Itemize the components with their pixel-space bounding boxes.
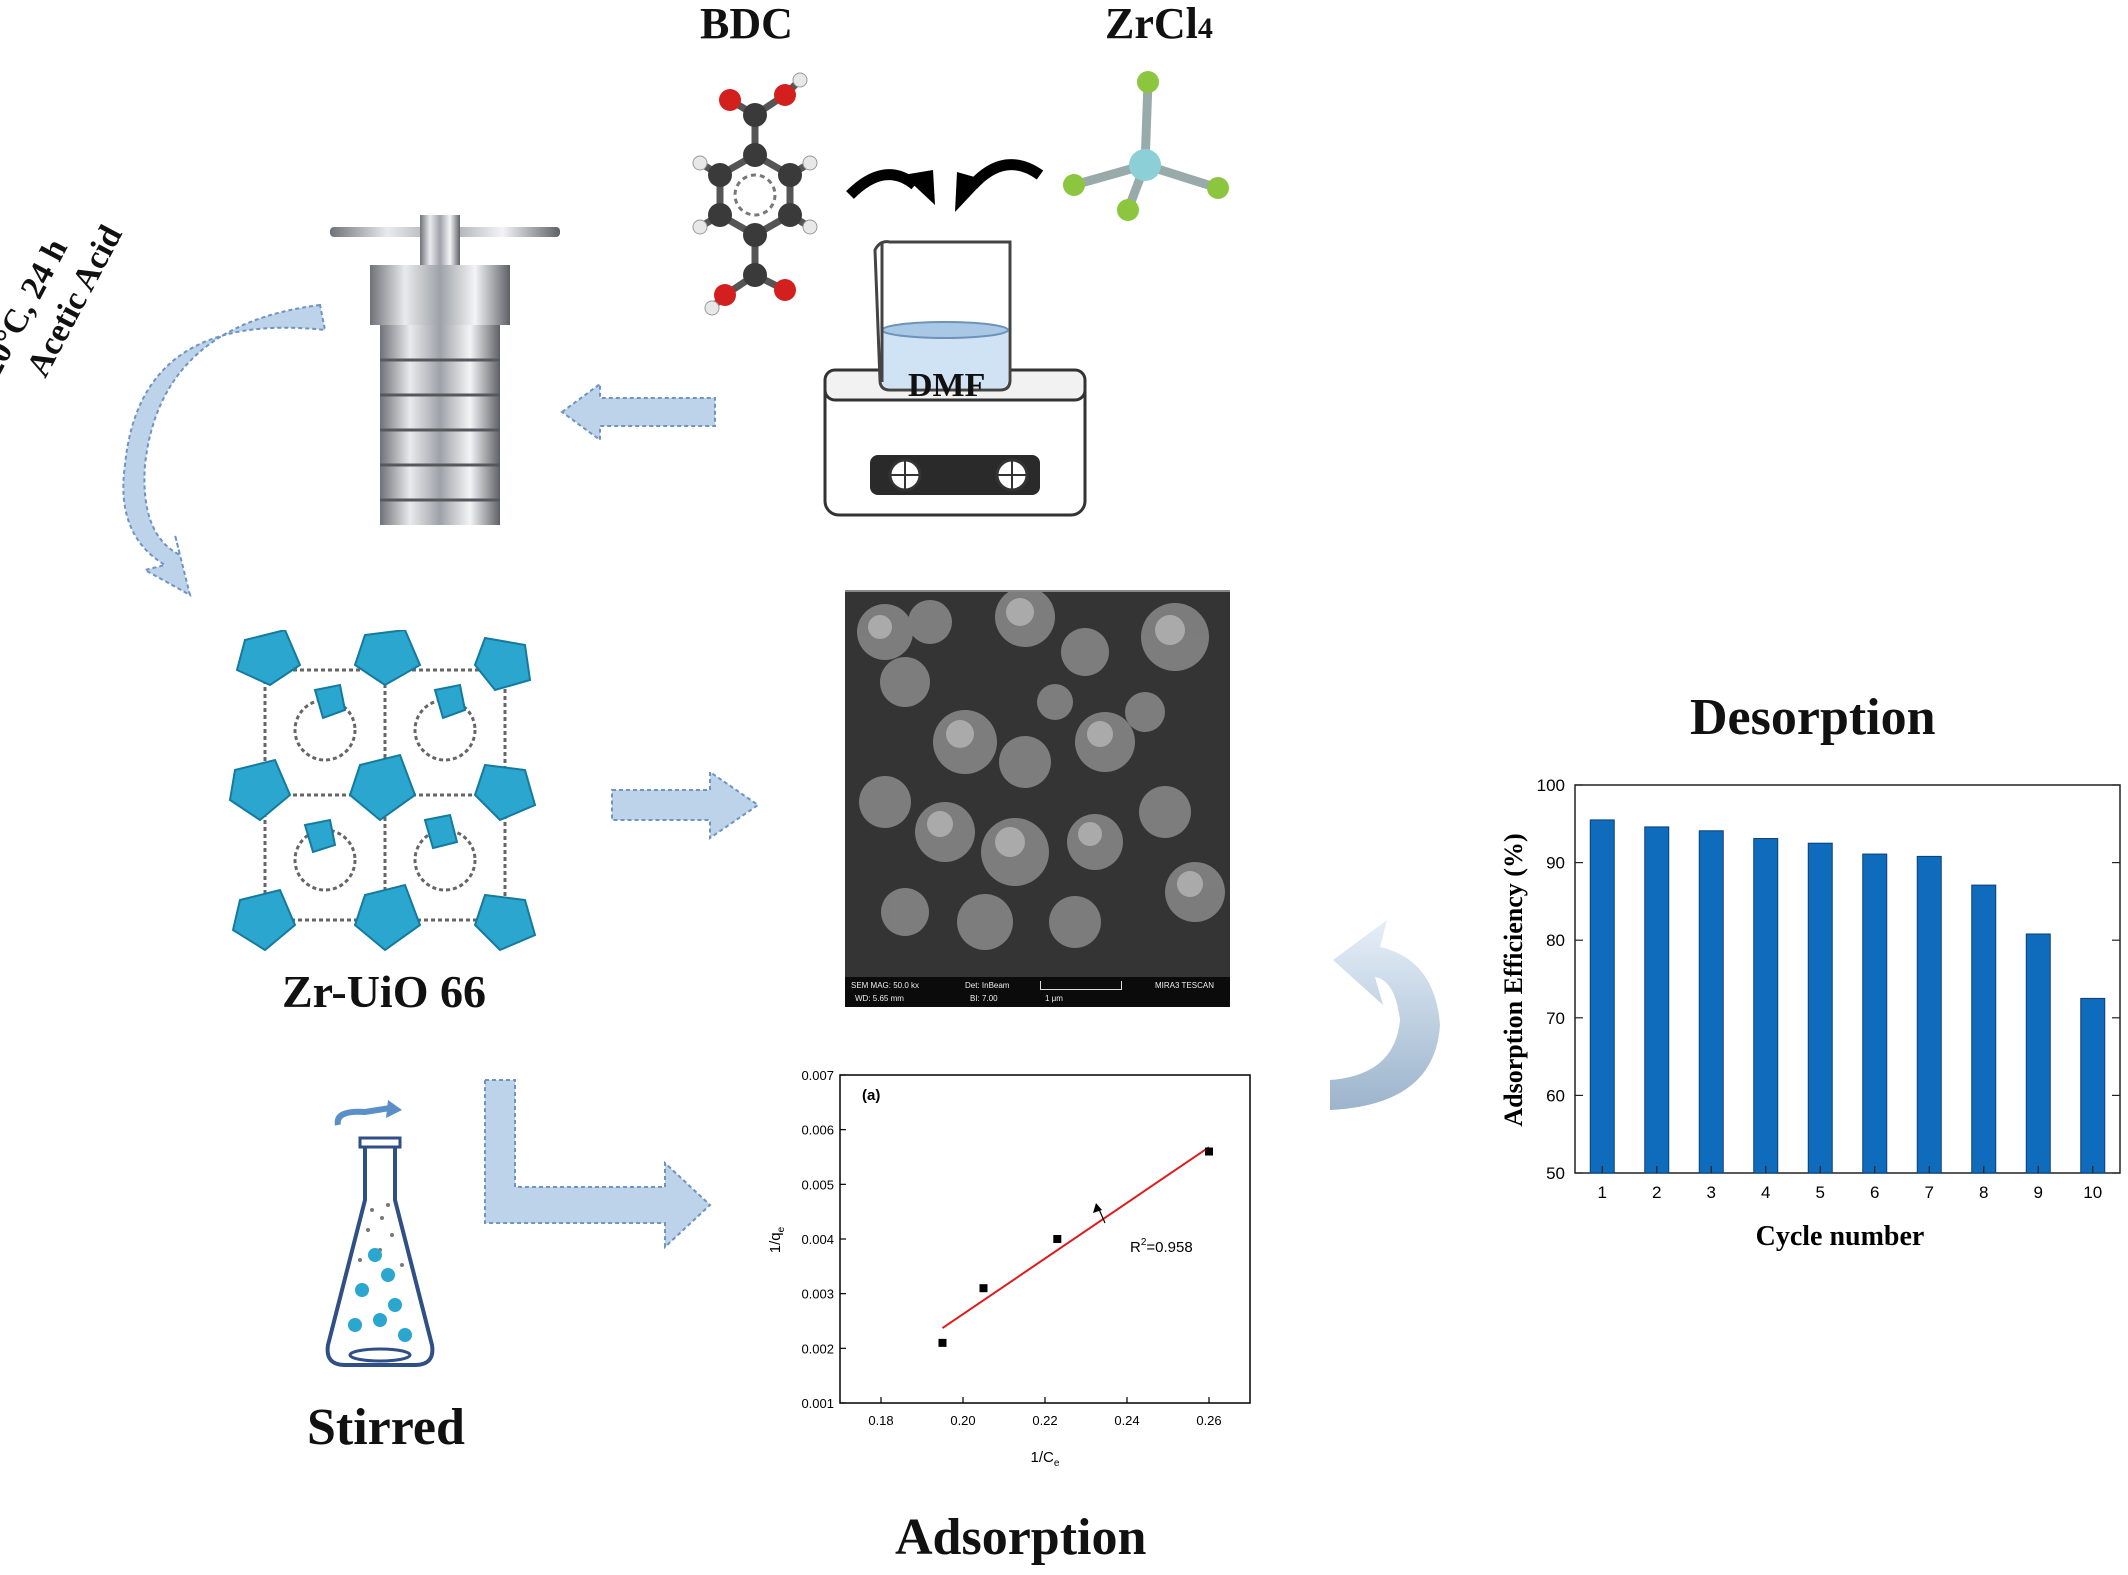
zrcl4-label-main: ZrCl bbox=[1105, 0, 1198, 48]
sem-info-bar: SEM MAG: 50.0 kx Det: InBeam MIRA3 TESCA… bbox=[845, 977, 1230, 1007]
ads-xtick-label: 0.22 bbox=[1032, 1413, 1057, 1428]
sem-mag: SEM MAG: 50.0 kx bbox=[851, 981, 920, 990]
des-bar bbox=[1753, 838, 1779, 1174]
ads-panel-label: (a) bbox=[862, 1087, 880, 1104]
sem-det: Det: InBeam bbox=[965, 981, 1010, 990]
stirred-label: Stirred bbox=[307, 1399, 465, 1456]
des-ytick-label: 80 bbox=[1546, 931, 1565, 950]
adsorption-label: Adsorption bbox=[895, 1509, 1147, 1566]
des-ytick-label: 100 bbox=[1537, 776, 1565, 795]
ads-fit-line bbox=[941, 1146, 1210, 1329]
ads-ylabel: 1/qe bbox=[767, 1226, 787, 1253]
uio-66-label: Zr-UiO 66 bbox=[282, 966, 486, 1017]
ads-ytick-label: 0.002 bbox=[801, 1341, 834, 1356]
des-bar bbox=[1862, 853, 1888, 1174]
arrow-desorption-to-sem bbox=[1330, 920, 1440, 1110]
des-bar bbox=[1589, 819, 1615, 1174]
des-ylabel: Adsorption Efficiency (%) bbox=[1499, 833, 1528, 1126]
ads-xtick-label: 0.26 bbox=[1196, 1413, 1221, 1428]
ads-ytick-label: 0.001 bbox=[801, 1396, 834, 1411]
des-bar bbox=[2025, 933, 2051, 1174]
desorption-label: Desorption bbox=[1690, 689, 1936, 746]
arrow-autoclave-to-mof bbox=[122, 303, 327, 597]
sem-brand: MIRA3 TESCAN bbox=[1155, 981, 1214, 990]
des-bar bbox=[1698, 830, 1724, 1174]
ads-ytick-label: 0.003 bbox=[801, 1287, 834, 1302]
des-xtick-label: 1 bbox=[1598, 1183, 1607, 1202]
ads-xlabel: 1/Ce bbox=[1031, 1449, 1060, 1469]
des-xtick-label: 2 bbox=[1652, 1183, 1661, 1202]
adsorption-isotherm-chart: (a) 0.0010.0020.0030.0040.0050.0060.007 … bbox=[767, 1070, 1251, 1469]
ads-data-point bbox=[979, 1284, 988, 1293]
bdc-molecule bbox=[692, 72, 818, 316]
arrow-mof-to-adsorption bbox=[484, 1079, 712, 1250]
des-ytick-label: 50 bbox=[1546, 1164, 1565, 1183]
ads-xtick-label: 0.18 bbox=[868, 1413, 893, 1428]
ads-data-point bbox=[1205, 1147, 1213, 1156]
des-bar bbox=[1916, 855, 1942, 1174]
ads-annotation-prefix: R bbox=[1130, 1239, 1141, 1256]
des-ytick-label: 60 bbox=[1546, 1086, 1565, 1105]
ads-plot-frame bbox=[839, 1074, 1251, 1404]
ads-annotation: R2=0.958 bbox=[1130, 1237, 1193, 1256]
des-ytick-label: 90 bbox=[1546, 854, 1565, 873]
ads-ytick-label: 0.005 bbox=[801, 1177, 834, 1192]
des-xtick-label: 10 bbox=[2083, 1183, 2102, 1202]
sem-wd: WD: 5.65 mm bbox=[855, 994, 904, 1003]
des-xtick-label: 8 bbox=[1979, 1183, 1988, 1202]
sem-image: SEM MAG: 50.0 kx Det: InBeam MIRA3 TESCA… bbox=[845, 590, 1230, 1007]
ads-annotation-sup: 2 bbox=[1141, 1237, 1147, 1248]
ads-annotation-value: =0.958 bbox=[1146, 1239, 1192, 1256]
des-xtick-label: 5 bbox=[1816, 1183, 1825, 1202]
zrcl4-label: ZrCl4 bbox=[1105, 0, 1213, 49]
des-xtick-label: 3 bbox=[1707, 1183, 1716, 1202]
des-bar bbox=[1807, 842, 1833, 1174]
ads-data-point bbox=[1053, 1235, 1062, 1243]
des-ytick-label: 70 bbox=[1546, 1009, 1565, 1028]
ads-ylabel-sub: e bbox=[776, 1226, 787, 1232]
sem-particles bbox=[845, 592, 1230, 977]
des-bar bbox=[1971, 884, 1997, 1174]
ads-ylabel-main: 1/q bbox=[767, 1232, 784, 1253]
des-xtick-label: 9 bbox=[2034, 1183, 2043, 1202]
sem-scale: 1 μm bbox=[1045, 994, 1063, 1003]
des-xlabel: Cycle number bbox=[1756, 1221, 1925, 1252]
sem-bi: BI: 7.00 bbox=[970, 994, 998, 1003]
ads-xlabel-sub: e bbox=[1054, 1458, 1060, 1469]
ads-xlabel-main: 1/C bbox=[1031, 1449, 1055, 1466]
arrow-beaker-to-autoclave bbox=[560, 382, 716, 442]
des-xtick-label: 4 bbox=[1761, 1183, 1770, 1202]
reactant-arrows bbox=[846, 159, 1044, 212]
ads-ytick-label: 0.006 bbox=[801, 1123, 834, 1138]
beaker-hotplate bbox=[823, 240, 1087, 517]
condition-text: 120°C, 24 h Acetic Acid bbox=[0, 199, 133, 420]
ads-data-point bbox=[938, 1338, 947, 1347]
autoclave bbox=[330, 215, 560, 525]
ads-annotation-arrowhead bbox=[1093, 1203, 1102, 1213]
ads-ytick-label: 0.007 bbox=[801, 1070, 834, 1083]
desorption-efficiency-chart: 50 60 70 80 90 100 1 2 3 4 5 6 7 8 9 10 Cycle number A… bbox=[1499, 776, 2121, 1252]
zrcl4-molecule bbox=[1063, 71, 1229, 221]
des-xtick-label: 7 bbox=[1925, 1183, 1934, 1202]
des-bar bbox=[1644, 826, 1670, 1174]
zrcl4-label-sub: 4 bbox=[1197, 12, 1213, 45]
des-bar bbox=[2080, 997, 2106, 1174]
des-xtick-label: 6 bbox=[1870, 1183, 1879, 1202]
arrow-mof-to-sem bbox=[611, 770, 760, 840]
uio-66-structure bbox=[228, 630, 537, 952]
ads-xtick-label: 0.24 bbox=[1114, 1413, 1139, 1428]
dmf-label: DMF bbox=[908, 367, 986, 404]
ads-ytick-label: 0.004 bbox=[801, 1232, 834, 1247]
sem-scale-bar bbox=[1040, 981, 1122, 990]
bdc-label: BDC bbox=[700, 0, 793, 48]
ads-xtick-label: 0.20 bbox=[950, 1413, 975, 1428]
stirred-flask bbox=[325, 1100, 435, 1367]
